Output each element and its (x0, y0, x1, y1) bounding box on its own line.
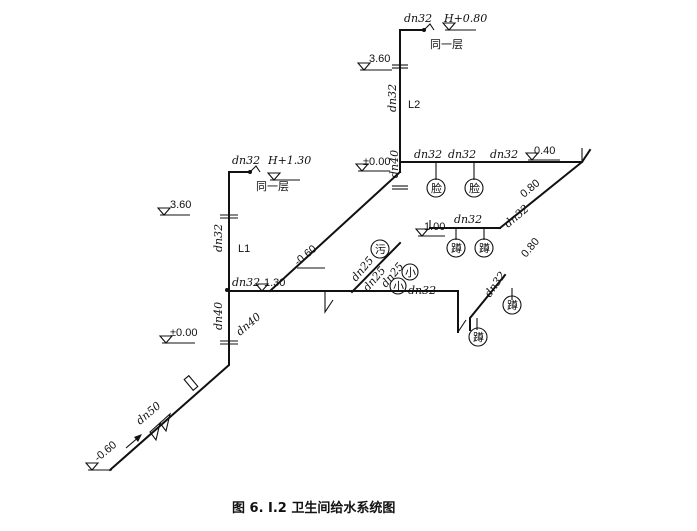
washbasin-2-icon (464, 178, 484, 198)
same-floor-label-l2: 同一层 (430, 38, 463, 51)
pipe-drop-1 (324, 292, 334, 314)
drain-icon (370, 239, 390, 259)
riser-l2 (399, 29, 425, 173)
urinal-branch (350, 241, 402, 294)
washbasin-2-label: 脸 (469, 181, 480, 195)
faucet-icon-l2 (422, 23, 435, 32)
flow-arrow-icon (125, 434, 142, 449)
size-dn32-l1-top: dn32 (232, 154, 260, 167)
elev-m060-l2: -0.60 (292, 243, 319, 268)
urinal-2-label: 小 (393, 280, 404, 293)
squat-toilet-2-label: 蹲 (479, 241, 490, 255)
size-dn32-lower: dn32 (482, 269, 509, 299)
squat-toilet-1-icon (446, 238, 466, 258)
drain-label: 污 (375, 243, 386, 256)
riser-l2-label: L2 (408, 99, 420, 111)
squat-toilet-4-icon (468, 327, 488, 347)
size-dn32-branch-2: dn32 (448, 148, 476, 161)
size-dn40-diagonal: dn40 (234, 310, 264, 338)
squat-toilet-3-icon (502, 295, 522, 315)
elev-080-b: 0.80 (519, 236, 542, 260)
elev-000-l1: ±0.00 (170, 327, 197, 339)
faucet-icon-l1 (248, 165, 261, 174)
squat-toilet-2-icon (474, 238, 494, 258)
size-dn50: dn50 (134, 399, 164, 427)
size-dn32-l1-vertical: dn32 (212, 224, 225, 252)
size-dn32-branch-1: dn32 (414, 148, 442, 161)
riser-l1-label: L1 (238, 243, 250, 255)
elev-m060-inlet: -0.60 (92, 439, 119, 464)
squat-toilet-4-label: 蹲 (473, 330, 484, 344)
figure-caption: 图 6. Ⅰ.2 卫生间给水系统图 (232, 500, 395, 516)
elev-000-l2: ±0.00 (363, 156, 390, 168)
same-floor-label-l1: 同一层 (256, 180, 289, 193)
urinal-1-label: 小 (405, 266, 416, 279)
elevation-marks (84, 22, 560, 471)
size-dn32-l2-top: dn32 (404, 12, 432, 25)
size-dn40-l2: dn40 (388, 150, 401, 178)
elev-130: 1.30 (264, 277, 285, 289)
diagonal-pipe-080 (498, 160, 584, 230)
pipe-to-l2 (268, 170, 402, 293)
size-dn40-vertical: dn40 (212, 302, 225, 330)
size-dn32-l2-vertical: dn32 (386, 84, 399, 112)
elev-100: 1.00 (424, 221, 445, 233)
elev-040: 0.40 (534, 145, 555, 157)
squat-branch-lower (469, 273, 507, 331)
size-dn32-squat: dn32 (454, 213, 482, 226)
elev-360-l1: 3.60 (170, 199, 191, 211)
size-dn32-branch-3: dn32 (490, 148, 518, 161)
inlet-valve-icon (149, 412, 171, 442)
washbasin-1-label: 脸 (431, 181, 442, 195)
pipe-fittings (183, 64, 408, 392)
riser-l1 (228, 171, 251, 289)
horizontal-pipe-130 (228, 290, 459, 333)
elev-360-l2: 3.60 (369, 53, 390, 65)
washbasin-1-icon (426, 178, 446, 198)
size-dn32-130: dn32 (232, 276, 260, 289)
urinal-1-icon (401, 263, 419, 281)
urinal-2-icon (389, 277, 407, 295)
size-dn32-urinal: dn32 (408, 284, 436, 297)
elev-h130: H+1.30 (267, 154, 311, 167)
elev-h080: H+0.80 (443, 12, 487, 25)
main-inlet-pipe (108, 287, 230, 472)
squat-toilet-3-label: 蹲 (507, 298, 518, 312)
squat-toilet-1-label: 蹲 (451, 241, 462, 255)
pipe-drop-2 (457, 319, 467, 333)
